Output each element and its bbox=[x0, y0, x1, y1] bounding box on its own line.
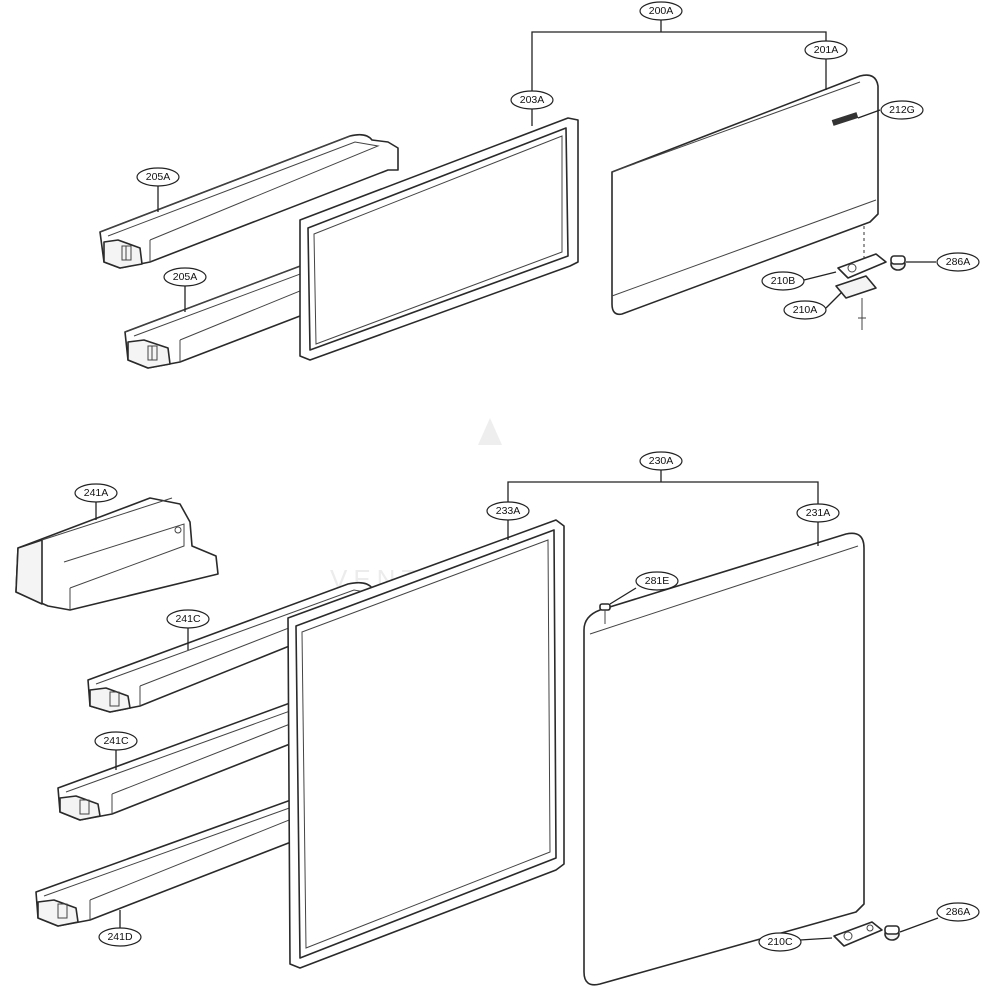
callout-201A: 201A bbox=[804, 40, 848, 60]
hinge-210B[interactable] bbox=[837, 253, 887, 279]
door-gasket-203A[interactable] bbox=[299, 117, 579, 361]
callout-210B: 210B bbox=[761, 271, 805, 291]
door-bin-241D[interactable] bbox=[35, 793, 331, 927]
svg-text:201A: 201A bbox=[814, 44, 839, 56]
callout-241C-bottom: 241C bbox=[94, 731, 138, 751]
callout-241D: 241D bbox=[98, 927, 142, 947]
cap-286A-bottom[interactable] bbox=[884, 925, 900, 941]
svg-text:286A: 286A bbox=[946, 256, 971, 268]
callout-231A: 231A bbox=[796, 503, 840, 523]
svg-text:200A: 200A bbox=[649, 5, 674, 17]
svg-text:210B: 210B bbox=[771, 275, 796, 287]
logo-badge-212G bbox=[831, 112, 859, 126]
svg-text:210A: 210A bbox=[793, 304, 818, 316]
callout-200A: 200A bbox=[639, 1, 683, 21]
bracket-200A bbox=[531, 20, 827, 98]
bracket-230A bbox=[507, 470, 819, 520]
leader-210C bbox=[799, 937, 833, 941]
svg-text:212G: 212G bbox=[889, 104, 915, 116]
svg-text:241D: 241D bbox=[107, 931, 133, 943]
door-bin-205A-top[interactable] bbox=[99, 133, 399, 269]
svg-text:205A: 205A bbox=[173, 271, 198, 283]
svg-text:241C: 241C bbox=[103, 735, 129, 747]
cap-286A-top[interactable] bbox=[890, 255, 906, 271]
hinge-bracket-210A[interactable] bbox=[835, 275, 877, 330]
svg-text:210C: 210C bbox=[767, 936, 793, 948]
callout-233A: 233A bbox=[486, 501, 530, 521]
leader-281E bbox=[609, 587, 637, 605]
watermark-logo-icon bbox=[478, 418, 502, 445]
svg-text:231A: 231A bbox=[806, 507, 831, 519]
callout-230A: 230A bbox=[639, 451, 683, 471]
callout-286A-bottom: 286A bbox=[936, 902, 980, 922]
freezer-door-201A[interactable] bbox=[611, 74, 879, 316]
refrigerator-door-231A[interactable] bbox=[583, 532, 865, 986]
hinge-210C[interactable] bbox=[833, 921, 883, 947]
callout-210A: 210A bbox=[783, 300, 827, 320]
leader-212G bbox=[857, 109, 881, 119]
callout-212G: 212G bbox=[880, 100, 924, 120]
callout-203A: 203A bbox=[510, 90, 554, 110]
leader-210B bbox=[803, 271, 837, 281]
svg-text:233A: 233A bbox=[496, 505, 521, 517]
svg-text:241C: 241C bbox=[175, 613, 201, 625]
callout-241A: 241A bbox=[74, 483, 118, 503]
callout-286A-top: 286A bbox=[936, 252, 980, 272]
callout-210C: 210C bbox=[758, 932, 802, 952]
leader-286A-bottom bbox=[899, 917, 939, 933]
svg-text:286A: 286A bbox=[946, 906, 971, 918]
svg-text:203A: 203A bbox=[520, 94, 545, 106]
bolt-281E[interactable] bbox=[599, 603, 611, 624]
callout-205A-bottom: 205A bbox=[163, 267, 207, 287]
callout-241C-top: 241C bbox=[166, 609, 210, 629]
dairy-compartment-241A[interactable] bbox=[15, 497, 219, 611]
callout-205A-top: 205A bbox=[136, 167, 180, 187]
svg-text:241A: 241A bbox=[84, 487, 109, 499]
callout-281E: 281E bbox=[635, 571, 679, 591]
leader-210A bbox=[825, 291, 843, 309]
svg-text:205A: 205A bbox=[146, 171, 171, 183]
svg-text:281E: 281E bbox=[645, 575, 670, 587]
svg-text:230A: 230A bbox=[649, 455, 674, 467]
door-gasket-233A[interactable] bbox=[287, 519, 565, 969]
